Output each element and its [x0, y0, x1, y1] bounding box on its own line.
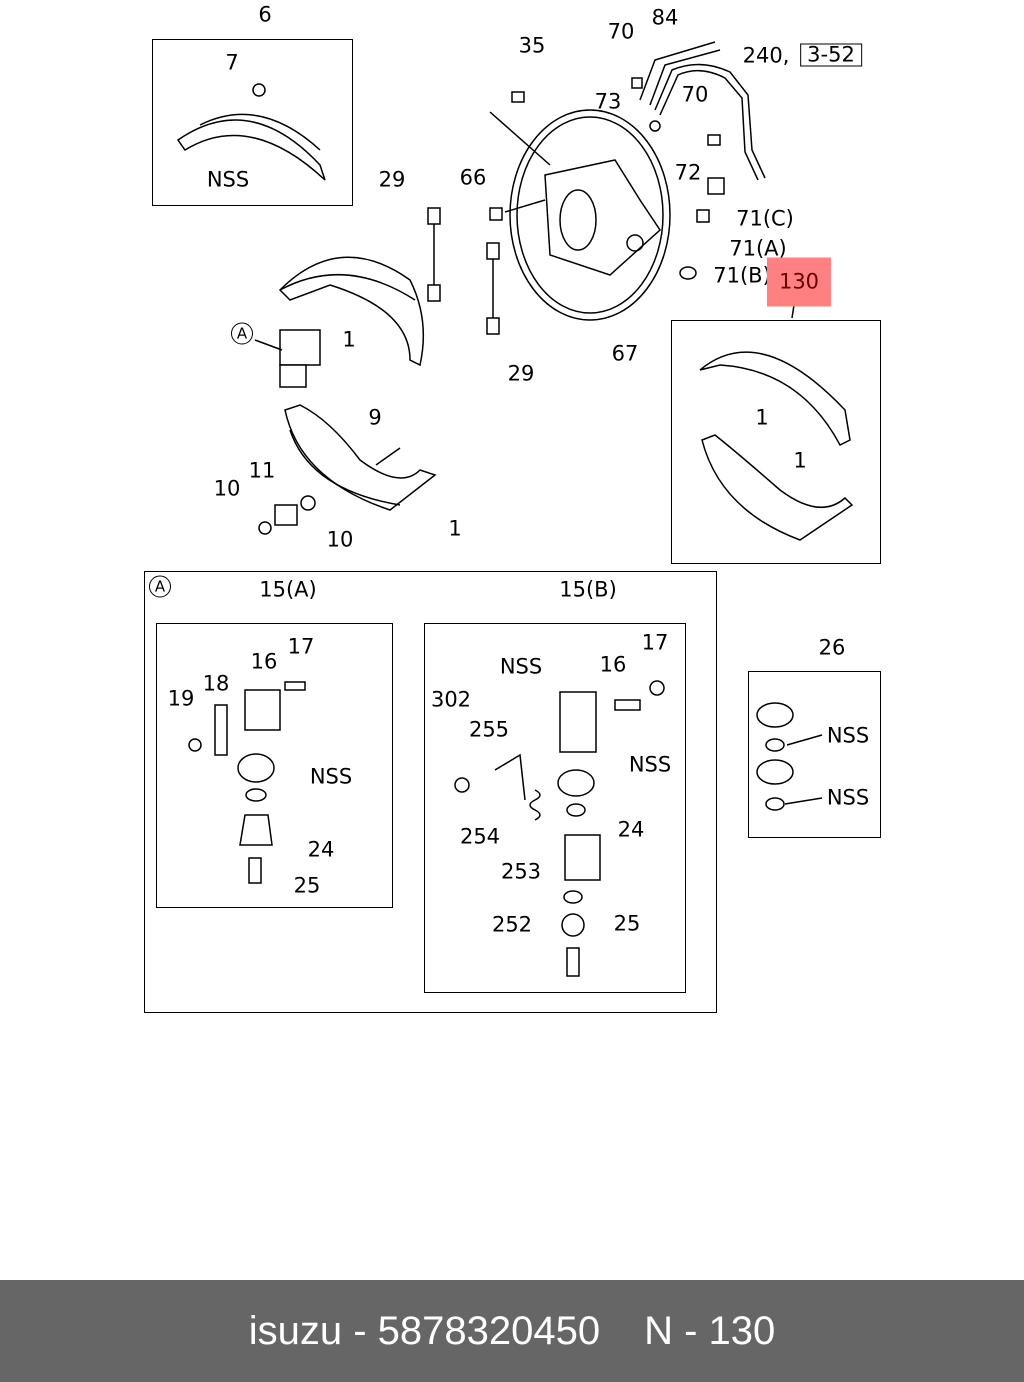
lining-box [152, 39, 353, 206]
label-254: 254 [459, 824, 501, 849]
label-253: 253 [500, 859, 542, 884]
label-7: 7 [225, 50, 239, 75]
label-71b: 71(B) [713, 263, 771, 288]
label-70: 70 [607, 19, 635, 44]
label-73: 73 [594, 89, 622, 114]
brake-lining-drawing [176, 83, 326, 181]
label-302: 302 [430, 687, 472, 712]
label-1: 1 [755, 405, 769, 430]
label-nss: NSS [309, 764, 353, 789]
springs-drawing [258, 207, 500, 535]
label-25: 25 [613, 911, 641, 936]
label-29: 29 [507, 361, 535, 386]
label-130-highlighted[interactable]: 130 [766, 257, 832, 307]
label-nss: NSS [628, 752, 672, 777]
label-71a: 71(A) [729, 236, 787, 261]
label-26: 26 [818, 635, 846, 660]
callout-a: A [149, 575, 171, 598]
label-71c: 71(C) [736, 206, 794, 231]
shoe-kit-box [671, 320, 881, 564]
label-11: 11 [248, 458, 276, 483]
label-circle-a: A [231, 322, 253, 345]
brake-shoe-upper [278, 256, 425, 367]
seal-kit-parts [756, 702, 823, 811]
cylinder-a-parts [188, 681, 306, 884]
label-18: 18 [202, 671, 230, 696]
cylinder-b-parts [454, 680, 665, 977]
wheel-cylinder-drawing [254, 329, 321, 388]
label-29: 29 [378, 167, 406, 192]
label-19: 19 [167, 686, 195, 711]
seal-kit-box [748, 671, 881, 838]
backing-plate-drawing [489, 91, 671, 321]
brake-shoe-lower [284, 404, 437, 511]
label-nss: NSS [499, 654, 543, 679]
label-6: 6 [258, 2, 272, 27]
label-67: 67 [611, 341, 639, 366]
label-255: 255 [468, 717, 510, 742]
label-1: 1 [342, 327, 356, 352]
label-35: 35 [518, 33, 546, 58]
cylinder-15b-box [424, 623, 686, 993]
label-17: 17 [287, 634, 315, 659]
label-24: 24 [307, 837, 335, 862]
label-16: 16 [250, 649, 278, 674]
part-number: isuzu - 5878320450 [248, 1308, 601, 1353]
label-circle-a-detail: A [149, 575, 171, 598]
label-24: 24 [617, 817, 645, 842]
label-72: 72 [674, 160, 702, 185]
label-nss: NSS [826, 785, 870, 810]
label-10: 10 [213, 476, 241, 501]
label-1: 1 [448, 516, 462, 541]
label-15a: 15(A) [259, 577, 317, 602]
label-ref-3-52[interactable]: 3-52 [800, 43, 862, 67]
label-9: 9 [368, 405, 382, 430]
label-70: 70 [681, 82, 709, 107]
label-240: 240, [742, 43, 790, 68]
label-25: 25 [293, 873, 321, 898]
label-252: 252 [491, 912, 533, 937]
label-nss: NSS [206, 167, 250, 192]
cylinder-15a-box [156, 623, 393, 908]
label-16: 16 [599, 652, 627, 677]
diagram-reference: N - 130 [644, 1308, 776, 1353]
label-nss: NSS [826, 723, 870, 748]
label-1: 1 [793, 448, 807, 473]
label-15b: 15(B) [559, 577, 617, 602]
label-10: 10 [326, 527, 354, 552]
label-17: 17 [641, 630, 669, 655]
footer-bar: isuzu - 5878320450 N - 130 [0, 1280, 1024, 1382]
callout-a: A [231, 322, 253, 345]
label-66: 66 [459, 165, 487, 190]
brake-shoe-kit-drawing [699, 291, 854, 541]
brake-pipes-drawing [631, 41, 766, 280]
label-84: 84 [651, 5, 679, 30]
detail-a-box [144, 571, 717, 1013]
brake-parts-diagram [176, 41, 854, 977]
